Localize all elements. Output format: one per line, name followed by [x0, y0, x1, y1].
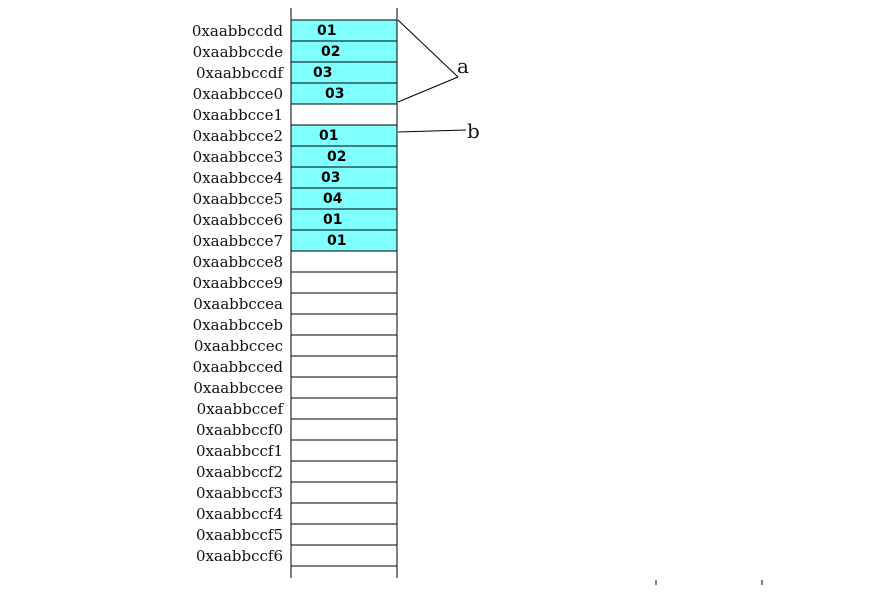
cell-address: 0xaabbcce5 [193, 190, 283, 208]
cell-value: 01 [317, 23, 336, 39]
memory-cell: 0xaabbcce2 01 [193, 124, 398, 147]
cell-address: 0xaabbccdf [196, 64, 284, 82]
memory-cell: 0xaabbcce8 [193, 250, 398, 273]
cell-address: 0xaabbcce7 [193, 232, 283, 250]
memory-cell: 0xaabbccea [193, 292, 398, 315]
memory-cell: 0xaabbcce6 01 [193, 208, 398, 231]
cell-value: 02 [321, 44, 340, 60]
memory-cell: 0xaabbccee [193, 376, 398, 399]
cell-address: 0xaabbccef [197, 400, 285, 418]
cell-address: 0xaabbccea [193, 295, 283, 313]
memory-cell: 0xaabbccec [194, 334, 398, 357]
cell-address: 0xaabbccf0 [196, 421, 283, 439]
cell-box [290, 544, 398, 567]
memory-cell: 0xaabbccdf 03 [196, 61, 398, 84]
cell-box [290, 271, 398, 294]
cell-address: 0xaabbccf5 [196, 526, 283, 544]
callout-a-line-bottom [397, 76, 459, 103]
cell-box [290, 397, 398, 420]
cell-box [290, 502, 398, 525]
cell-box [290, 460, 398, 483]
cell-box [290, 313, 398, 336]
cell-address: 0xaabbccdd [192, 22, 283, 40]
cell-address: 0xaabbccec [194, 337, 283, 355]
memory-cell: 0xaabbcce5 04 [193, 187, 398, 210]
memory-cell: 0xaabbcce9 [193, 271, 398, 294]
cell-address: 0xaabbcce8 [193, 253, 283, 271]
memory-cell: 0xaabbccdd 01 [192, 19, 398, 42]
memory-cell: 0xaabbccf4 [196, 502, 398, 525]
memory-cell: 0xaabbccf3 [196, 481, 398, 504]
cell-box [290, 187, 398, 210]
cell-address: 0xaabbcce6 [193, 211, 283, 229]
memory-cell: 0xaabbcceb [193, 313, 398, 336]
memory-cell: 0xaabbccf6 [196, 544, 398, 567]
callout-a-label: a [457, 54, 469, 78]
cell-address: 0xaabbccf1 [196, 442, 283, 460]
cell-address: 0xaabbcced [193, 358, 284, 376]
cell-address: 0xaabbccf3 [196, 484, 283, 502]
cell-box [290, 166, 398, 189]
cell-box [290, 376, 398, 399]
cell-address: 0xaabbcce9 [193, 274, 283, 292]
cell-value: 01 [319, 128, 338, 144]
memory-cell: 0xaabbcce7 01 [193, 229, 398, 252]
memory-cell: 0xaabbccf0 [196, 418, 398, 441]
cell-address: 0xaabbcce1 [193, 106, 283, 124]
cell-box [290, 418, 398, 441]
callout-a-line-top [397, 19, 459, 78]
cell-address: 0xaabbccf2 [196, 463, 283, 481]
memory-cell: 0xaabbcce1 [193, 103, 398, 126]
cell-value: 03 [313, 65, 332, 81]
cell-box [290, 19, 398, 42]
cell-address: 0xaabbcceb [193, 316, 283, 334]
memory-cell: 0xaabbccf1 [196, 439, 398, 462]
memory-cell: 0xaabbcce0 03 [193, 82, 398, 105]
callout-b-label: b [467, 119, 480, 143]
cell-value: 04 [323, 191, 343, 207]
cell-box [290, 61, 398, 84]
cell-address: 0xaabbcce2 [193, 127, 283, 145]
cell-address: 0xaabbccf4 [196, 505, 283, 523]
callout-b: b [397, 119, 480, 143]
memory-cell: 0xaabbccde 02 [193, 40, 398, 63]
cell-box [290, 439, 398, 462]
cell-box [290, 334, 398, 357]
cell-box [290, 124, 398, 147]
callout-b-line [397, 129, 467, 133]
cell-box [290, 250, 398, 273]
cell-value: 01 [327, 233, 346, 249]
cell-value: 01 [323, 212, 342, 228]
cell-box [290, 208, 398, 231]
cell-value: 03 [325, 86, 344, 102]
cell-address: 0xaabbcce3 [193, 148, 283, 166]
cell-box [290, 292, 398, 315]
cell-address: 0xaabbccee [193, 379, 283, 397]
callout-a: a [397, 19, 469, 103]
cell-address: 0xaabbccde [193, 43, 283, 61]
memory-cell: 0xaabbcce4 03 [193, 166, 398, 189]
cell-box [290, 103, 398, 126]
memory-cell: 0xaabbcce3 02 [193, 145, 398, 168]
cell-box [290, 355, 398, 378]
cell-address: 0xaabbccf6 [196, 547, 283, 565]
cell-value: 03 [321, 170, 340, 186]
memory-cell: 0xaabbccf2 [196, 460, 398, 483]
cell-address: 0xaabbcce0 [193, 85, 283, 103]
memory-cell: 0xaabbccef [197, 397, 398, 420]
cell-box [290, 481, 398, 504]
memory-cell: 0xaabbccf5 [196, 523, 398, 546]
cell-box [290, 523, 398, 546]
memory-cell: 0xaabbcced [193, 355, 398, 378]
cell-value: 02 [327, 149, 346, 165]
cell-address: 0xaabbcce4 [193, 169, 283, 187]
cell-box [290, 40, 398, 63]
